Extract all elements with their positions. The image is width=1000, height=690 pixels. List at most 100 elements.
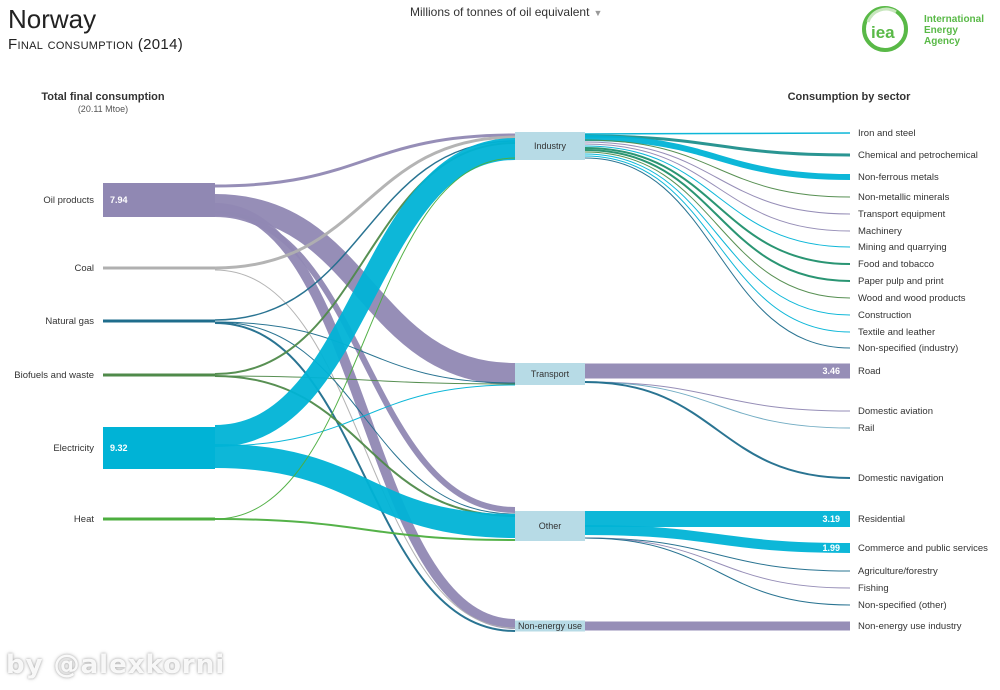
unit-dropdown[interactable]: Millions of tonnes of oil equivalent▼ [410, 5, 602, 19]
source-value-electricity: 9.32 [110, 443, 128, 453]
sector-label-non-metallic-minerals: Non-metallic minerals [858, 192, 950, 203]
flow-industry-to-construction [584, 153, 851, 316]
sector-label-construction: Construction [858, 310, 911, 321]
sector-label-wood-and-wood-products: Wood and wood products [858, 293, 966, 304]
flow-natural-gas-to-industry [214, 140, 516, 321]
sector-node-transport[interactable] [515, 363, 585, 385]
source-bar-natural-gas[interactable] [103, 319, 215, 323]
flow-electricity-to-industry [214, 138, 516, 447]
flow-other-to-non-specified-other [584, 537, 851, 606]
flow-industry-to-transport-equipment [584, 141, 851, 215]
sector-label-food-and-tobacco: Food and tobacco [858, 259, 934, 270]
sector-node-label-other: Other [539, 521, 562, 531]
source-bar-oil-products[interactable] [103, 183, 215, 217]
sector-label-road: Road [858, 366, 881, 377]
sector-value-road: 3.46 [822, 366, 840, 376]
source-label-heat: Heat [74, 514, 94, 525]
flow-biofuels-and-waste-to-other [214, 375, 516, 517]
chevron-down-icon: ▼ [593, 8, 603, 18]
flow-industry-to-non-specified-industry [584, 157, 851, 349]
sector-label-rail: Rail [858, 423, 874, 434]
iea-brand-line1: International [924, 14, 985, 25]
flow-industry-to-wood-and-wood-products [584, 151, 851, 299]
unit-dropdown-label: Millions of tonnes of oil equivalent [410, 5, 590, 19]
flow-transport-to-domestic-aviation [584, 381, 851, 412]
flow-natural-gas-to-other [214, 321, 516, 515]
sector-node-other[interactable] [515, 511, 585, 541]
flows-layer [214, 132, 851, 632]
right-header: Consumption by sector [788, 91, 912, 103]
sector-label-chemical-and-petrochemical: Chemical and petrochemical [858, 150, 978, 161]
author-watermark: by @alexkorni [6, 650, 226, 680]
flow-other-to-fishing [584, 537, 851, 589]
iea-brand-line2: Energy Agency [924, 25, 961, 47]
sector-node-label-transport: Transport [531, 369, 570, 379]
source-label-electricity: Electricity [53, 443, 94, 454]
source-bar-biofuels-and-waste[interactable] [103, 373, 215, 377]
sector-label-non-specified-industry: Non-specified (industry) [858, 343, 958, 354]
sector-label-agriculture-forestry: Agriculture/forestry [858, 566, 938, 577]
sector-value-residential: 3.19 [822, 514, 840, 524]
left-subheader: (20.11 Mtoe) [78, 104, 128, 114]
flow-transport-to-rail [584, 381, 851, 429]
flow-industry-to-mining-and-quarrying [584, 145, 851, 248]
sector-label-machinery: Machinery [858, 226, 902, 237]
sector-label-iron-and-steel: Iron and steel [858, 128, 916, 139]
flow-industry-to-iron-and-steel [584, 132, 851, 135]
flow-transport-to-domestic-navigation [584, 381, 851, 479]
sector-label-non-ferrous-metals: Non-ferrous metals [858, 172, 939, 183]
sector-node-label-industry: Industry [534, 141, 567, 151]
sector-node-non-energy-use[interactable] [515, 620, 585, 632]
iea-brand-name: International Energy Agency [924, 14, 992, 47]
flow-electricity-to-other [214, 444, 516, 538]
flow-electricity-to-transport [214, 384, 516, 447]
sector-label-transport-equipment: Transport equipment [858, 209, 946, 220]
chart-subtitle: Final consumption (2014) [8, 36, 184, 53]
source-value-oil-products: 7.94 [110, 195, 128, 205]
sector-value-commerce-and-public-services: 1.99 [822, 543, 840, 553]
flow-natural-gas-to-transport [214, 321, 516, 384]
source-bar-electricity[interactable] [103, 427, 215, 469]
source-label-biofuels-and-waste: Biofuels and waste [14, 370, 94, 381]
sector-label-mining-and-quarrying: Mining and quarrying [858, 242, 947, 253]
flow-biofuels-and-waste-to-transport [214, 375, 516, 385]
flow-industry-to-non-ferrous-metals [584, 135, 851, 180]
flow-industry-to-machinery [584, 143, 851, 232]
flow-heat-to-industry [214, 157, 516, 520]
left-header: Total final consumption [41, 91, 165, 103]
sector-node-label-non-energy-use: Non-energy use [518, 621, 582, 631]
source-bar-coal[interactable] [103, 266, 215, 270]
sector-label-residential: Residential [858, 514, 905, 525]
nodes-layer [103, 132, 585, 632]
sector-label-textile-and-leather: Textile and leather [858, 327, 935, 338]
sector-label-non-specified-other: Non-specified (other) [858, 600, 947, 611]
flow-other-to-commerce-and-public-services [584, 525, 851, 553]
flow-heat-to-other [214, 518, 516, 541]
iea-logo-text: iea [871, 23, 895, 42]
labels-layer: Total final consumption(20.11 Mtoe) Consu… [14, 91, 988, 632]
flow-natural-gas-to-non-energy-use [214, 322, 516, 632]
source-bar-heat[interactable] [103, 517, 215, 521]
flow-industry-to-paper-pulp-and-print [584, 149, 851, 282]
sector-label-domestic-aviation: Domestic aviation [858, 406, 933, 417]
flow-industry-to-textile-and-leather [584, 155, 851, 333]
sector-label-domestic-navigation: Domestic navigation [858, 473, 944, 484]
sector-label-fishing: Fishing [858, 583, 889, 594]
flow-coal-to-industry [214, 135, 516, 270]
flow-oil-products-to-industry [214, 133, 516, 188]
source-label-oil-products: Oil products [43, 195, 94, 206]
source-label-coal: Coal [74, 263, 94, 274]
source-label-natural-gas: Natural gas [45, 316, 94, 327]
flow-coal-to-non-energy-use [214, 269, 516, 629]
flow-industry-to-non-metallic-minerals [584, 139, 851, 198]
sector-label-non-energy-use-industry: Non-energy use industry [858, 621, 962, 632]
chart-title: Norway [8, 4, 97, 34]
iea-logo: iea International Energy Agency [862, 6, 992, 52]
sector-label-paper-pulp-and-print: Paper pulp and print [858, 276, 944, 287]
iea-logo-mark: iea [862, 6, 908, 52]
sector-label-commerce-and-public-services: Commerce and public services [858, 543, 988, 554]
sector-node-industry[interactable] [515, 132, 585, 160]
flow-industry-to-food-and-tobacco [584, 147, 851, 265]
flow-other-to-agriculture-forestry [584, 537, 851, 572]
